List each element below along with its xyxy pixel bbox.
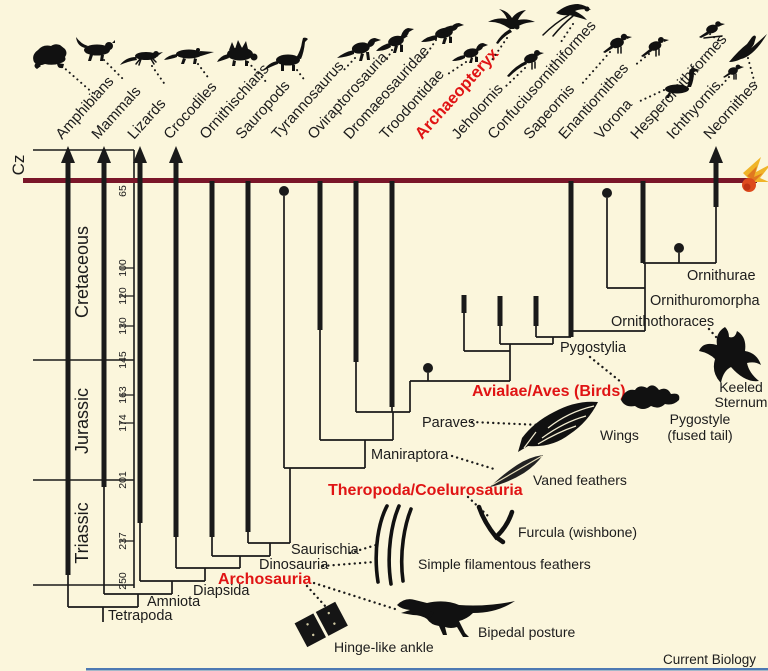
comet-impact-icon <box>742 157 768 192</box>
silhouette-enantiornithine <box>641 37 669 57</box>
era-label-jurassic: Jurassic <box>72 388 92 454</box>
tick-201: 201 <box>117 471 129 489</box>
dot-vorona <box>602 188 612 198</box>
clade-label-dinosauria: Dinosauria <box>259 557 329 573</box>
fossil-range-branches <box>65 162 719 575</box>
silhouette-vorona-perched <box>699 21 725 39</box>
clade-label-diapsida: Diapsida <box>193 583 250 599</box>
silhouette-amphibian-frog <box>33 44 67 69</box>
dot-ichthyornis <box>674 243 684 253</box>
silhouettes <box>33 4 767 98</box>
clade-label-ornithothoraces: Ornithothoraces <box>611 314 714 330</box>
tick-120: 120 <box>117 287 129 305</box>
clade-label-paraves: Paraves <box>422 415 475 431</box>
silhouette-mammal <box>76 37 115 61</box>
silhouette-neornithes-falcon <box>729 34 767 62</box>
silhouette-hesperornithiform-diver <box>665 68 700 98</box>
filamentous-feathers-icon <box>374 504 413 586</box>
clade-label-avialae: Avialae/Aves (Birds) <box>472 383 626 400</box>
extinction-dots <box>279 186 684 373</box>
feature-label-furcula: Furcula (wishbone) <box>518 524 637 540</box>
silhouette-sauropod <box>263 37 308 71</box>
tick-174: 174 <box>117 414 129 432</box>
clade-label-pygostylia: Pygostylia <box>560 340 627 356</box>
arrow-lizards <box>133 146 147 163</box>
silhouette-troodontid <box>452 43 488 63</box>
clade-label-tetrapoda: Tetrapoda <box>108 608 173 624</box>
silhouette-sapeornis <box>603 33 632 54</box>
clade-labels: Tetrapoda Amniota Diapsida Archosauria D… <box>108 268 761 624</box>
era-label-cz: Cz <box>9 155 28 176</box>
kpg-boundary-line <box>23 178 757 183</box>
furcula-icon <box>476 504 515 545</box>
tick-145: 145 <box>117 351 129 369</box>
arrow-neornithes <box>709 146 723 163</box>
feature-label-sternum: Sternum <box>715 394 768 410</box>
feature-label-filamentous-feathers: Simple filamentous feathers <box>418 556 591 572</box>
tick-130: 130 <box>117 317 129 335</box>
feature-label-hinge-ankle: Hinge-like ankle <box>334 639 434 655</box>
geologic-timescale <box>33 149 135 588</box>
extant-arrowheads <box>61 146 723 163</box>
arrow-crocodiles <box>169 146 183 163</box>
dot-tyrannosaurus <box>279 186 289 196</box>
silhouette-tyrannosaurus <box>337 38 381 61</box>
tick-237: 237 <box>117 532 129 550</box>
feature-connector-lines <box>305 327 726 611</box>
tick-100: 100 <box>117 259 129 277</box>
inferred-lineage-branches <box>67 196 717 622</box>
feature-label-bipedal-posture: Bipedal posture <box>478 624 576 640</box>
feature-annotations: Hinge-like ankle Bipedal posture Simple … <box>294 327 768 655</box>
footer-accent-line <box>86 668 768 671</box>
silhouette-ornithischian-stegosaur <box>217 40 258 66</box>
silhouette-oviraptorosaur <box>376 28 414 53</box>
keeled-sternum-icon <box>699 327 761 383</box>
minor-age-ticks <box>120 267 134 542</box>
phylogenetic-tree <box>61 146 723 622</box>
arrow-amphibians <box>61 146 75 163</box>
tick-250: 250 <box>117 572 129 590</box>
bipedal-trex-silhouette <box>397 599 515 637</box>
silhouette-jeholornis <box>507 50 544 77</box>
hinge-ankle-icon <box>294 601 348 648</box>
era-label-triassic: Triassic <box>72 502 92 563</box>
clade-label-archosauria: Archosauria <box>218 571 311 588</box>
silhouette-crocodile <box>164 48 214 64</box>
wing-icon <box>518 401 598 452</box>
clade-label-theropoda-coelurosauria: Theropoda/Coelurosauria <box>328 482 523 499</box>
clade-label-saurischia: Saurischia <box>291 542 360 558</box>
feature-label-pygostyle-2: (fused tail) <box>667 427 732 443</box>
feature-label-pygostyle: Pygostyle <box>670 411 731 427</box>
era-boundary-ticks <box>33 149 134 586</box>
tick-163: 163 <box>117 386 129 404</box>
silhouette-archaeopteryx-flying <box>488 9 535 44</box>
silhouette-dromaeosaurid <box>421 23 464 44</box>
age-tick-labels: 65 100 120 130 145 163 174 201 237 250 <box>117 185 129 590</box>
era-label-cretaceous: Cretaceous <box>72 226 92 318</box>
pygostyle-icon <box>621 385 680 409</box>
arrow-mammals <box>97 146 111 163</box>
feature-label-vaned-feathers: Vaned feathers <box>533 472 627 488</box>
feature-label-keeled: Keeled <box>719 379 763 395</box>
journal-credit: Current Biology <box>663 652 756 667</box>
vaned-feather-icon <box>490 455 543 487</box>
feature-label-wings: Wings <box>600 427 639 443</box>
silhouette-lizard <box>120 51 163 66</box>
clade-label-maniraptora: Maniraptora <box>371 447 449 463</box>
clade-label-ornithuromorpha: Ornithuromorpha <box>650 293 761 309</box>
dot-archaeopteryx <box>423 363 433 373</box>
silhouette-ichthyornis-small <box>723 64 744 80</box>
tick-65: 65 <box>117 185 129 197</box>
silhouette-confuciusornithiform-flying <box>542 4 591 37</box>
kpg-boundary <box>23 157 768 192</box>
silhouette-leader-lines <box>61 23 756 103</box>
clade-label-amniota: Amniota <box>147 594 201 610</box>
clade-label-ornithurae: Ornithurae <box>687 268 756 284</box>
